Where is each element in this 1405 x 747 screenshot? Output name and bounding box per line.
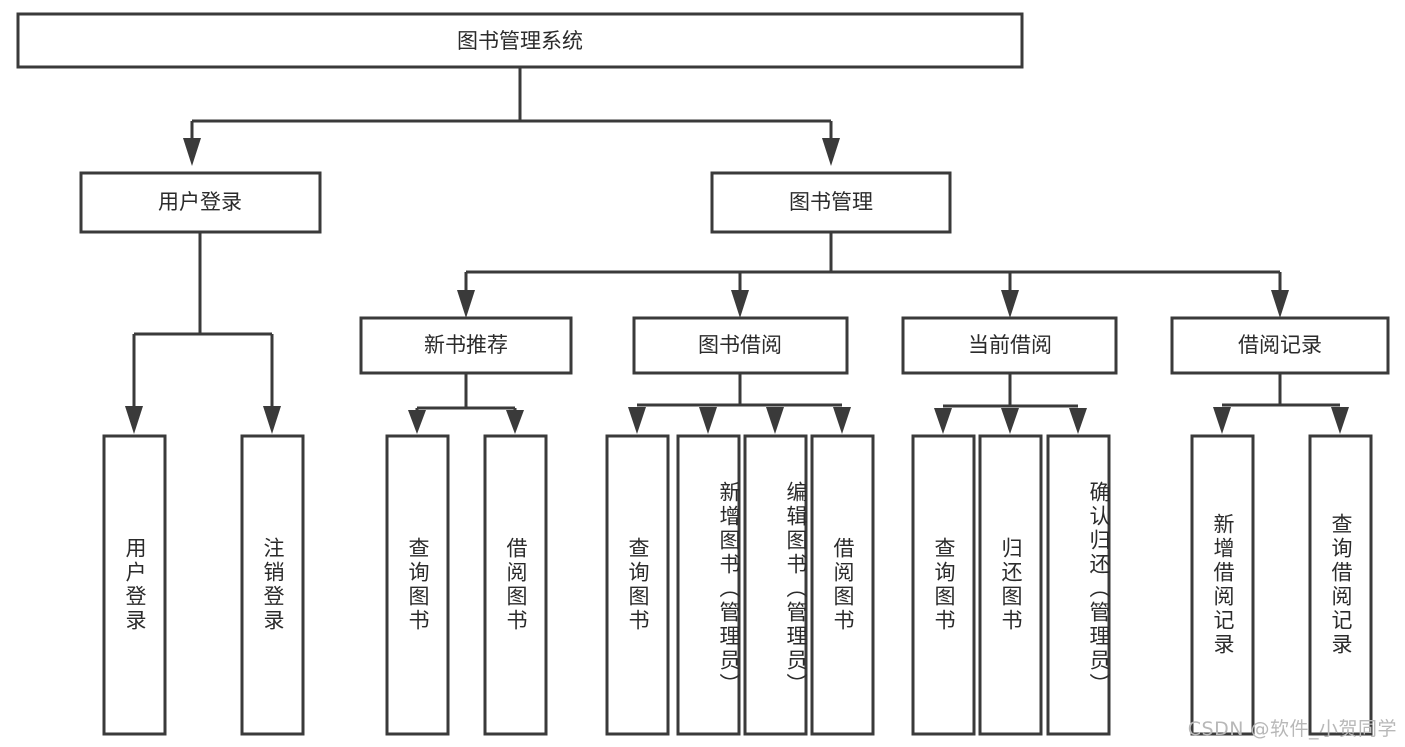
connector-user-login-to-leaves (125, 232, 281, 434)
arrow-head-icon (766, 407, 784, 434)
leaf-box-new-book-0[interactable] (385, 434, 450, 736)
connector-root-to-level2 (183, 67, 840, 166)
arrow-head-icon (699, 407, 717, 434)
arrow-head-icon (1069, 408, 1087, 434)
connector-current-borrow-to-leaves (934, 373, 1087, 434)
arrow-head-icon (457, 290, 475, 318)
leaf-box-current-borrow-2[interactable] (1046, 434, 1111, 736)
connector-book-management-to-level3 (457, 232, 1289, 318)
connector-book-borrow-to-leaves (628, 373, 851, 434)
arrow-head-icon (731, 290, 749, 318)
node-book-borrow-label: 图书借阅 (698, 333, 782, 357)
node-book-management[interactable]: 图书管理 (710, 171, 952, 234)
node-current-borrow[interactable]: 当前借阅 (901, 316, 1118, 375)
arrow-head-icon (1001, 290, 1019, 318)
node-root-label: 图书管理系统 (457, 29, 583, 53)
node-root-box[interactable] (16, 12, 1024, 69)
arrow-head-icon (506, 410, 524, 434)
arrow-head-icon (833, 407, 851, 434)
leaf-box-book-borrow-1[interactable] (676, 434, 741, 736)
node-current-borrow-box[interactable] (901, 316, 1118, 375)
node-new-book-recommend[interactable]: 新书推荐 (359, 316, 573, 375)
connector-new-book-recommend-to-leaves (408, 373, 524, 434)
csdn-watermark: CSDN @软件_小贺同学 (1187, 718, 1397, 740)
leaf-box-book-borrow-2[interactable] (743, 434, 808, 736)
arrow-head-icon (263, 406, 281, 434)
arrow-head-icon (628, 407, 646, 434)
arrow-head-icon (183, 138, 201, 166)
node-user-login[interactable]: 用户登录 (79, 171, 322, 234)
arrow-head-icon (934, 408, 952, 434)
node-book-borrow[interactable]: 图书借阅 (632, 316, 849, 375)
arrow-head-icon (1331, 407, 1349, 434)
leaf-box-book-borrow-3[interactable] (810, 434, 875, 736)
node-new-book-recommend-box[interactable] (359, 316, 573, 375)
arrow-head-icon (125, 406, 143, 434)
arrow-head-icon (408, 410, 426, 434)
arrow-head-icon (1001, 408, 1019, 434)
node-root[interactable]: 图书管理系统 (16, 12, 1024, 69)
node-new-book-recommend-label: 新书推荐 (424, 333, 508, 357)
leaf-box-user-login-1[interactable] (240, 434, 305, 736)
leaf-box-current-borrow-0[interactable] (911, 434, 976, 736)
leaf-box-book-borrow-0[interactable] (605, 434, 670, 736)
leaf-box-borrow-record-0[interactable] (1190, 434, 1255, 736)
leaf-box-user-login-0[interactable] (102, 434, 167, 736)
connector-borrow-record-to-leaves (1213, 373, 1349, 434)
node-current-borrow-label: 当前借阅 (968, 333, 1052, 357)
node-borrow-record[interactable]: 借阅记录 (1170, 316, 1390, 375)
node-borrow-record-label: 借阅记录 (1238, 333, 1322, 357)
leaf-box-new-book-1[interactable] (483, 434, 548, 736)
arrow-head-icon (822, 138, 840, 166)
arrow-head-icon (1271, 290, 1289, 318)
leaf-box-borrow-record-1[interactable] (1308, 434, 1373, 736)
node-book-management-label: 图书管理 (789, 190, 873, 214)
leaf-box-current-borrow-1[interactable] (978, 434, 1043, 736)
node-user-login-box[interactable] (79, 171, 322, 234)
node-user-login-label: 用户登录 (158, 190, 242, 214)
arrow-head-icon (1213, 407, 1231, 434)
